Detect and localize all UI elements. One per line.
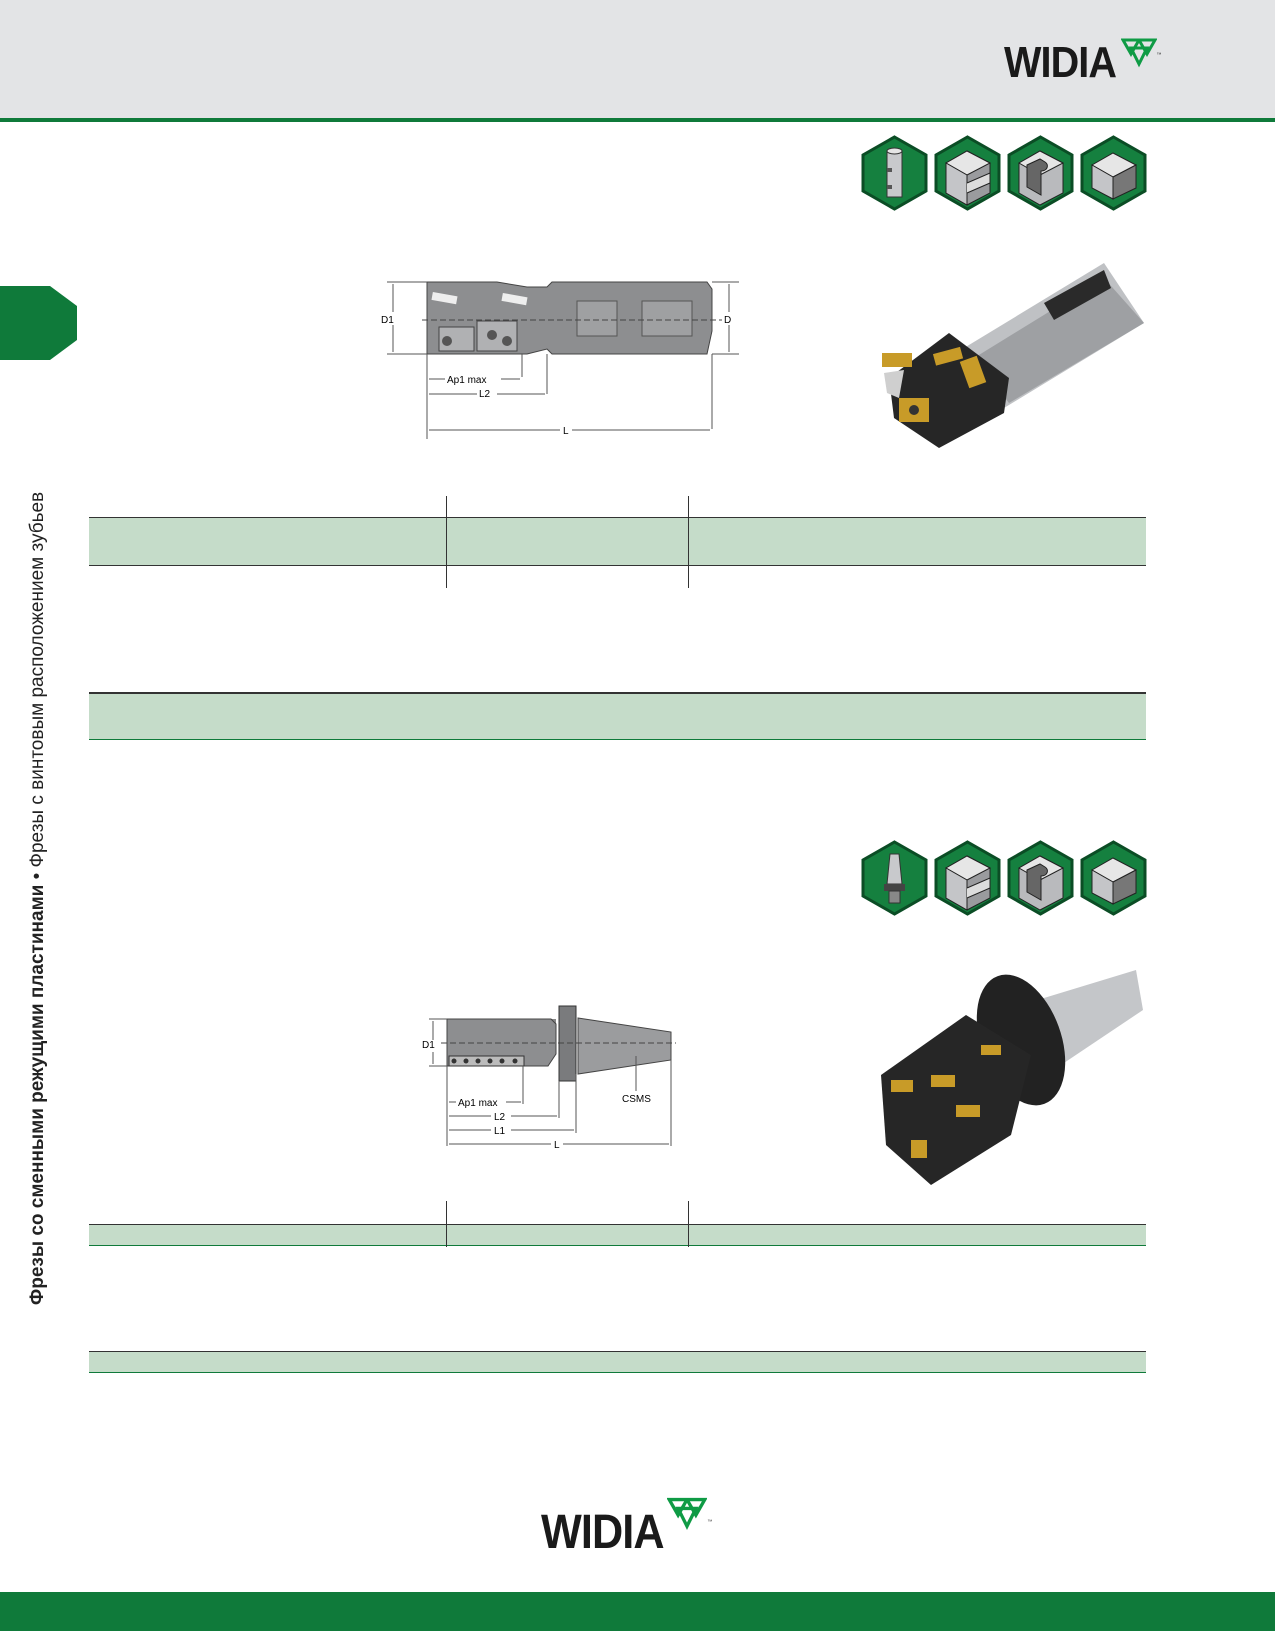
header-divider [0, 118, 1275, 122]
footer-widia-logo: WIDIA ™ [541, 1497, 713, 1560]
table3-header-band [89, 1225, 1146, 1246]
trademark: ™ [1156, 52, 1162, 58]
table1-top-rule [89, 517, 1146, 518]
label-l: L [554, 1140, 560, 1151]
technical-drawing-2: D1 Ap1 max L2 L1 L CSMS [421, 1005, 676, 1151]
trademark: ™ [707, 1519, 713, 1525]
logo-text: WIDIA [1004, 38, 1117, 87]
widia-triangles-icon [1120, 38, 1157, 68]
bullet: • [27, 872, 48, 880]
table2-top-rule [89, 692, 1146, 694]
application-icons-2 [861, 840, 1147, 916]
face-milling-icon [1080, 135, 1147, 211]
application-icons-1 [861, 135, 1147, 211]
label-ap1-max: Ap1 max [447, 375, 486, 386]
table4-top-rule [89, 1351, 1146, 1352]
table1-column-divider [446, 496, 447, 588]
taper-shank-icon [861, 840, 928, 916]
label-l2: L2 [479, 389, 491, 400]
widia-logo: WIDIA ™ [1004, 38, 1162, 88]
label-d1: D1 [422, 1040, 435, 1051]
slotting-icon [1007, 135, 1074, 211]
shoulder-milling-icon [934, 135, 1001, 211]
section-tab [0, 286, 77, 360]
table1-bottom-rule [89, 565, 1146, 566]
technical-drawing-1: D1 D Ap1 max L2 L [381, 281, 739, 439]
widia-triangles-icon [667, 1497, 708, 1530]
table3-top-rule [89, 1224, 1146, 1225]
category-title: Фрезы со сменными режущими пластинами [27, 884, 48, 1305]
table4-band [89, 1352, 1146, 1373]
slotting-icon [1007, 840, 1074, 916]
subcategory-title: Фрезы с винтовым расположением зубьев [27, 491, 48, 868]
page-header [0, 0, 1275, 118]
table2-band [89, 694, 1146, 740]
shoulder-milling-icon [934, 840, 1001, 916]
table3-column-divider [446, 1201, 447, 1247]
label-d1: D1 [381, 315, 394, 326]
table1-column-divider [688, 496, 689, 588]
product-photo-cylindrical-cutter [882, 263, 1144, 448]
label-ap1-max: Ap1 max [458, 1098, 497, 1109]
section-title-vertical: Фрезы со сменными режущими пластинами • … [27, 365, 49, 1305]
table1-header-band [89, 518, 1146, 565]
logo-text: WIDIA [541, 1506, 665, 1559]
product-photo-taper-cutter [881, 970, 1143, 1185]
label-csms: CSMS [622, 1094, 651, 1105]
face-milling-icon [1080, 840, 1147, 916]
label-d: D [724, 315, 731, 326]
footer-bar [0, 1592, 1275, 1631]
cylindrical-shank-icon [861, 135, 928, 211]
label-l1: L1 [494, 1126, 506, 1137]
label-l2: L2 [494, 1112, 506, 1123]
table3-column-divider [688, 1201, 689, 1247]
label-l: L [563, 426, 569, 437]
